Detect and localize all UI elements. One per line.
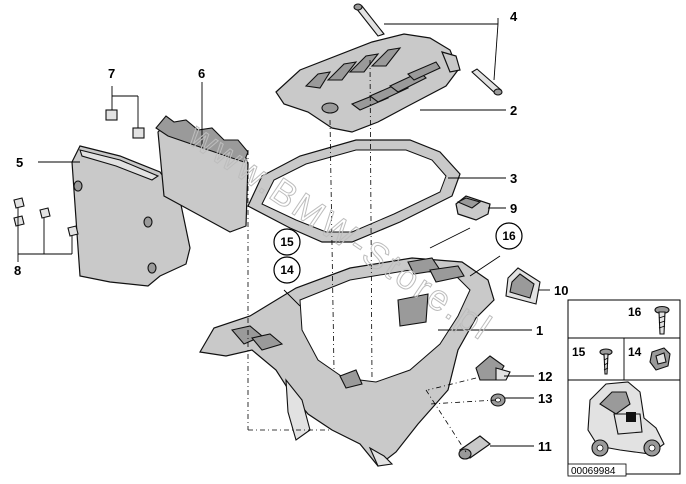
leader-lines bbox=[17, 18, 550, 447]
callout-labels: 1 2 3 4 5 6 7 8 9 10 11 12 13 bbox=[14, 9, 568, 454]
callout-7: 7 bbox=[108, 66, 115, 81]
callout-1: 1 bbox=[536, 323, 543, 338]
callout-9: 9 bbox=[510, 201, 517, 216]
inset-label-14: 14 bbox=[628, 345, 642, 359]
diagram-code: 00069984 bbox=[571, 466, 616, 477]
callout-3: 3 bbox=[510, 171, 517, 186]
part-12-latch bbox=[475, 355, 511, 381]
circled-15: 15 bbox=[280, 235, 294, 249]
callout-10: 10 bbox=[554, 283, 568, 298]
part-1-compartment bbox=[199, 257, 495, 467]
part-4-pins bbox=[353, 3, 503, 96]
scooter-icon bbox=[587, 381, 665, 457]
part-7-clips bbox=[105, 109, 145, 139]
part-10-pad bbox=[505, 267, 541, 305]
callout-13: 13 bbox=[538, 391, 552, 406]
part-8-clips bbox=[13, 197, 79, 237]
screw-15-icon bbox=[599, 348, 613, 375]
circled-references: 15 14 16 bbox=[273, 222, 523, 284]
part-11-sleeve bbox=[458, 435, 492, 460]
callout-11: 11 bbox=[538, 439, 552, 454]
inset-box: 16 15 14 bbox=[567, 299, 681, 477]
callout-12: 12 bbox=[538, 369, 552, 384]
part-5-side-panel bbox=[71, 145, 191, 287]
callout-6: 6 bbox=[198, 66, 205, 81]
inset-label-15: 15 bbox=[572, 345, 586, 359]
circled-16: 16 bbox=[502, 229, 516, 243]
circled-14: 14 bbox=[280, 263, 294, 277]
construction-lines bbox=[247, 59, 497, 453]
clip-14-icon bbox=[649, 347, 671, 371]
screw-16-icon bbox=[654, 305, 670, 335]
callout-5: 5 bbox=[16, 155, 23, 170]
callout-8: 8 bbox=[14, 263, 21, 278]
callout-4: 4 bbox=[510, 9, 518, 24]
part-2-cover bbox=[275, 33, 461, 133]
callout-2: 2 bbox=[510, 103, 517, 118]
part-3-seal bbox=[247, 139, 461, 243]
inset-label-16: 16 bbox=[628, 305, 642, 319]
part-9-cap bbox=[455, 195, 491, 221]
